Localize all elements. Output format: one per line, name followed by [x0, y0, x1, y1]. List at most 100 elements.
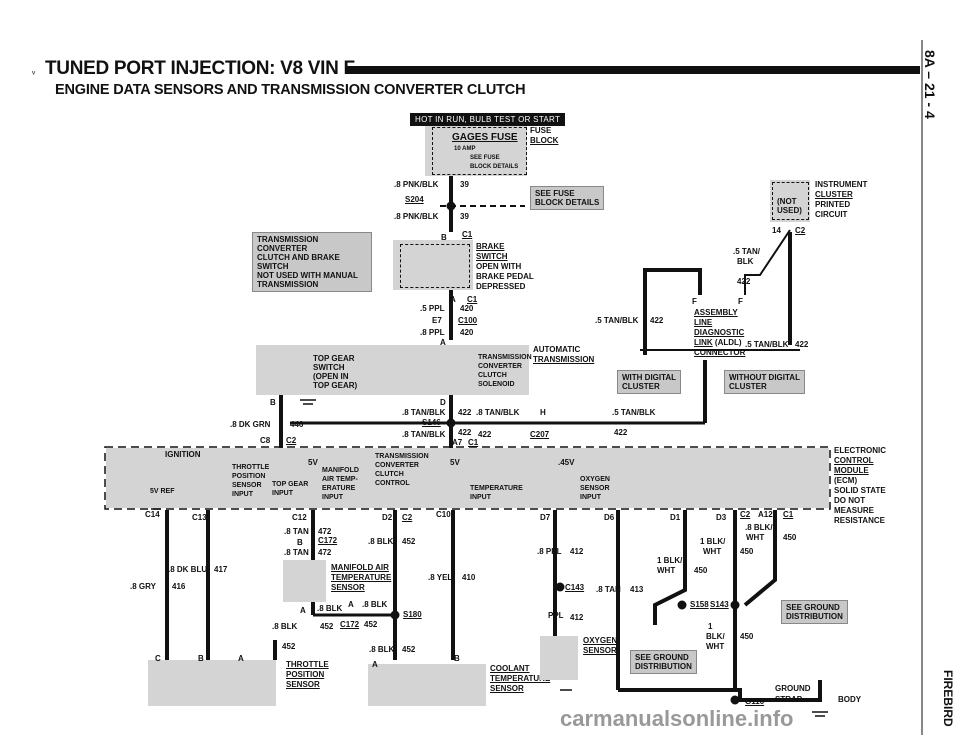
- wire-label: .5 PPL: [420, 304, 445, 313]
- pin-c10: C10: [436, 510, 451, 519]
- cluster-outline: [772, 182, 809, 220]
- ecm-box: [106, 448, 829, 508]
- connector-c1: C1: [467, 295, 478, 304]
- tcc-note: TRANSMISSION CONVERTER CLUTCH AND BRAKE …: [252, 232, 372, 292]
- pin-d6: D6: [604, 513, 615, 522]
- with-digital-label: WITH DIGITAL: [622, 373, 677, 382]
- note-line: TRANSMISSION: [257, 280, 319, 289]
- pin-d: D: [440, 398, 446, 407]
- tcc-control-label: CLUTCH: [375, 471, 404, 478]
- diagnostic-label: DIAGNOSTIC: [694, 328, 745, 337]
- wire-label: .8 BLK: [272, 622, 298, 631]
- wire-label: .5 TAN/BLK: [595, 316, 639, 325]
- solenoid-label: TRANSMISSION: [478, 354, 532, 361]
- wire-label: WHT: [657, 566, 676, 575]
- ecm-label: MODULE: [834, 466, 869, 475]
- five-volt-label: 5V: [450, 458, 460, 467]
- pin-d3: D3: [716, 513, 727, 522]
- tps-input-label: SENSOR: [232, 482, 262, 489]
- wire-label: .8 PPL: [420, 328, 445, 337]
- pin-b: B: [454, 654, 460, 663]
- connector-c1: C1: [462, 230, 473, 239]
- circuit-number: 416: [172, 582, 186, 591]
- mat-sensor-label: MANIFOLD AIR: [331, 563, 389, 572]
- fuse-block-label-2: BLOCK: [530, 136, 559, 145]
- mat-sensor-label: TEMPERATURE: [331, 573, 392, 582]
- body-label: BODY: [838, 695, 862, 704]
- five-volt-label: 5V: [308, 458, 318, 467]
- wire-label: .8 BLK: [362, 600, 388, 609]
- wire-label: .8 DK GRN: [230, 420, 271, 429]
- connector-c2: C2: [740, 510, 751, 519]
- fuse-block: [432, 127, 527, 175]
- circuit-number: 410: [462, 573, 476, 582]
- wire-label: WHT: [706, 642, 725, 651]
- switch-label: SWITCH: [476, 252, 508, 261]
- ground-strap-label: STRAP: [775, 695, 803, 704]
- pin-a: A: [440, 338, 446, 347]
- pin-h: H: [540, 408, 546, 417]
- connector-c1: C1: [468, 438, 479, 447]
- wire-label: .5 TAN/: [733, 247, 760, 256]
- circuit-number: 446: [290, 420, 304, 429]
- pin-e7: E7: [432, 316, 442, 325]
- open-in-label: (OPEN IN: [313, 372, 349, 381]
- note-line: NOT USED WITH MANUAL: [257, 271, 358, 280]
- top-gear-input-label: INPUT: [272, 490, 293, 497]
- connector-label: CONNECTOR: [694, 348, 746, 357]
- mat-sensor-box: [283, 560, 326, 602]
- circuit-number: 452: [320, 622, 334, 631]
- ecm-label: SOLID STATE: [834, 486, 886, 495]
- brake-label: BRAKE: [476, 242, 505, 251]
- without-digital-label: WITHOUT DIGITAL: [729, 373, 800, 382]
- wire-label: .8 DK BLU: [168, 565, 208, 574]
- splice-s158: S158: [690, 600, 709, 609]
- circuit-number: 450: [740, 632, 754, 641]
- not-used-label: (NOT: [777, 197, 797, 206]
- tcc-control-label: CONVERTER: [375, 462, 419, 469]
- splice-s143: S143: [710, 600, 729, 609]
- circuit-number: 422: [458, 408, 472, 417]
- wire-label: 1 BLK/: [657, 556, 683, 565]
- circuit-number: 450: [740, 547, 754, 556]
- pin-f: F: [738, 297, 743, 306]
- circuit-number: 422: [478, 430, 492, 439]
- depressed-label: DEPRESSED: [476, 282, 526, 291]
- not-used-label-2: USED): [777, 206, 802, 215]
- top-gear-input-label: TOP GEAR: [272, 481, 309, 488]
- pin-c13: C13: [192, 513, 207, 522]
- tcc-control-label: CONTROL: [375, 480, 410, 487]
- wire-label: .8 BLK/: [745, 523, 773, 532]
- note-line: CLUTCH AND BRAKE SWITCH: [257, 253, 340, 271]
- assembly-label: ASSEMBLY: [694, 308, 738, 317]
- pin-b: B: [270, 398, 276, 407]
- ecm-label: DO NOT: [834, 496, 866, 505]
- connector-c100: C100: [458, 316, 478, 325]
- circuit-number: 420: [460, 328, 474, 337]
- tps-box: [148, 660, 276, 706]
- solenoid-label: CONVERTER: [478, 363, 522, 370]
- ground-g116: G116: [745, 697, 765, 706]
- fuse-details: BLOCK DETAILS: [470, 164, 519, 170]
- pin-b: B: [441, 233, 447, 242]
- ecm-label: RESISTANCE: [834, 516, 885, 525]
- watermark: carmanualsonline.info: [560, 706, 794, 731]
- distribution-label: DISTRIBUTION: [635, 662, 692, 671]
- brake-pedal-label: BRAKE PEDAL: [476, 272, 534, 281]
- wire-label: BLK: [737, 257, 754, 266]
- wire-label: .5 TAN/BLK: [745, 340, 789, 349]
- o2-label: OXYGEN: [583, 636, 618, 645]
- ecm-label: MEASURE: [834, 506, 875, 515]
- transmission-box: [256, 345, 529, 395]
- splice-s180: S180: [403, 610, 422, 619]
- wire-label: .8 YEL: [428, 573, 453, 582]
- switch-label: SWITCH: [313, 363, 345, 372]
- link-text: LINK: [694, 338, 713, 347]
- mat-sensor-label: SENSOR: [331, 583, 365, 592]
- wire-label: 1: [708, 622, 713, 631]
- aldl-abbrev: (ALDL): [714, 338, 742, 347]
- pin-c8: C8: [260, 436, 271, 445]
